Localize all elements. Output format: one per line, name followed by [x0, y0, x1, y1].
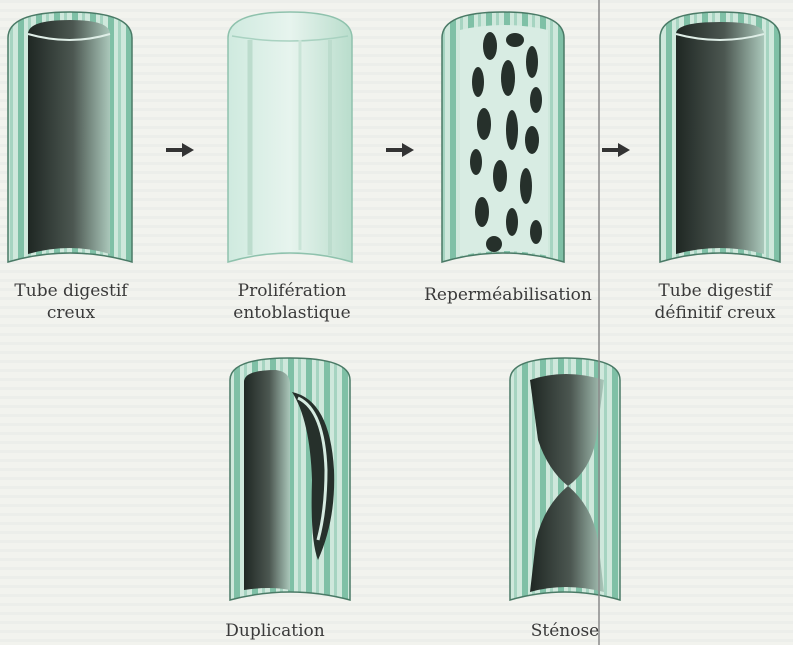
label-line: Prolifération: [222, 280, 362, 302]
tube-stenose: [510, 358, 620, 600]
label-line: définitif creux: [640, 302, 790, 324]
label-tube-definitif: Tube digestif définitif creux: [640, 280, 790, 324]
arrow-right-icon: [386, 143, 414, 157]
tube-definitive: [660, 12, 780, 262]
tube-proliferation: [228, 12, 352, 262]
label-line: Duplication: [200, 620, 350, 642]
label-proliferation: Prolifération entoblastique: [222, 280, 362, 324]
label-line: Tube digestif: [6, 280, 136, 302]
label-line: Sténose: [500, 620, 630, 642]
tube-duplication: [230, 358, 350, 600]
arrow-right-icon: [602, 143, 630, 157]
arrow-right-icon: [166, 143, 194, 157]
label-stenose: Sténose: [500, 620, 630, 642]
label-duplication: Duplication: [200, 620, 350, 642]
label-line: Reperméabilisation: [410, 284, 606, 306]
label-tube-creux: Tube digestif creux: [6, 280, 136, 324]
page-fold-line: [598, 0, 600, 645]
label-repermeabilisation: Reperméabilisation: [410, 284, 606, 306]
label-line: entoblastique: [222, 302, 362, 324]
tube-repermeabilisation: [442, 12, 564, 262]
tube-hollow: [8, 12, 132, 262]
label-line: Tube digestif: [640, 280, 790, 302]
label-line: creux: [6, 302, 136, 324]
